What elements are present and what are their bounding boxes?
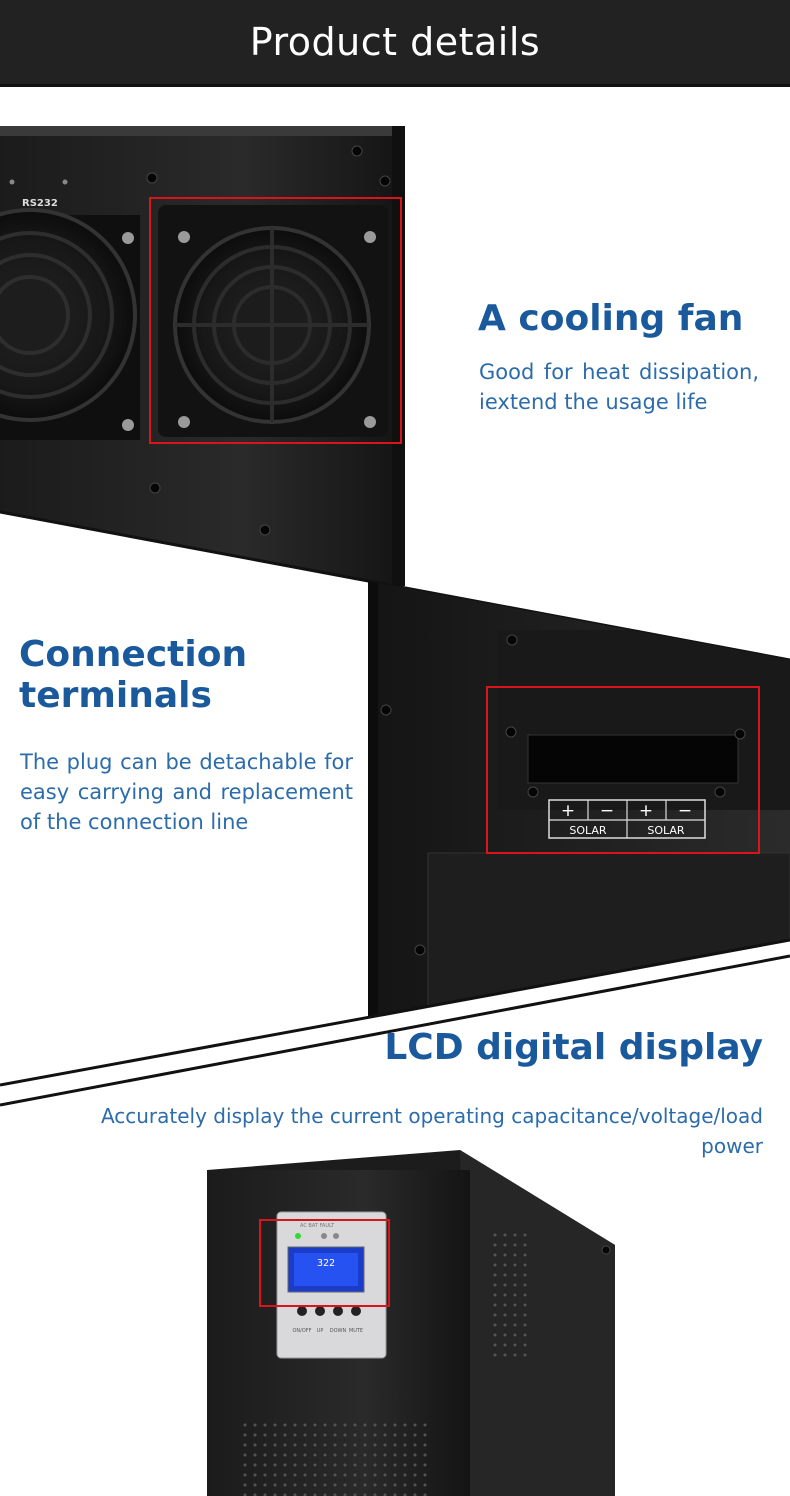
fan-desc-line1: Good for heat dissipation, [479,360,759,384]
terminals-case-photo [368,560,790,1024]
solar-label-1: SOLAR [569,824,607,837]
fan-highlight-box [149,197,402,444]
btn-up-label: UP [317,1328,324,1334]
divider-line [0,938,790,1087]
btn-down-label: DOWN [330,1328,347,1334]
terminals-desc-line3: of the connection line [20,810,249,834]
lcd-desc-line1: Accurately display the current operating… [100,1104,763,1128]
lcd-heading: LCD digital display [384,1027,763,1068]
solar-plus-1: + [561,801,575,821]
solar-plus-2: + [639,801,653,821]
btn-onoff-label: ON/OFF [292,1328,311,1334]
fan-desc-line2: iextend the usage life [479,390,708,414]
lcd-highlight-box [259,1219,390,1307]
solar-label-2: SOLAR [647,824,685,837]
btn-mute-label: MUTE [349,1328,363,1334]
terminals-desc-line2: easy carrying and replacement [20,780,353,804]
rs232-label: RS232 [22,198,58,209]
solar-minus-2: − [678,801,692,821]
solar-minus-1: − [600,801,614,821]
page-title: Product details [249,20,541,64]
terminals-heading-line2: terminals [19,675,212,716]
panel-status-label: AC BAT FAULT [300,1223,335,1229]
terminals-desc-line1: The plug can be detachable for [20,750,353,774]
terminals-heading-line1: Connection [19,634,248,675]
lcd-screen-value: 322 [317,1258,335,1269]
terminals-heading: Connection terminals [19,634,247,716]
lcd-tower-photo [207,1150,615,1496]
divider-line [0,954,790,1107]
terminal-highlight-box [486,686,760,854]
fan-case-photo [0,126,405,586]
lcd-desc-line2: power [701,1134,763,1158]
fan-heading: A cooling fan [478,298,744,339]
page-header: Product details [0,0,790,87]
